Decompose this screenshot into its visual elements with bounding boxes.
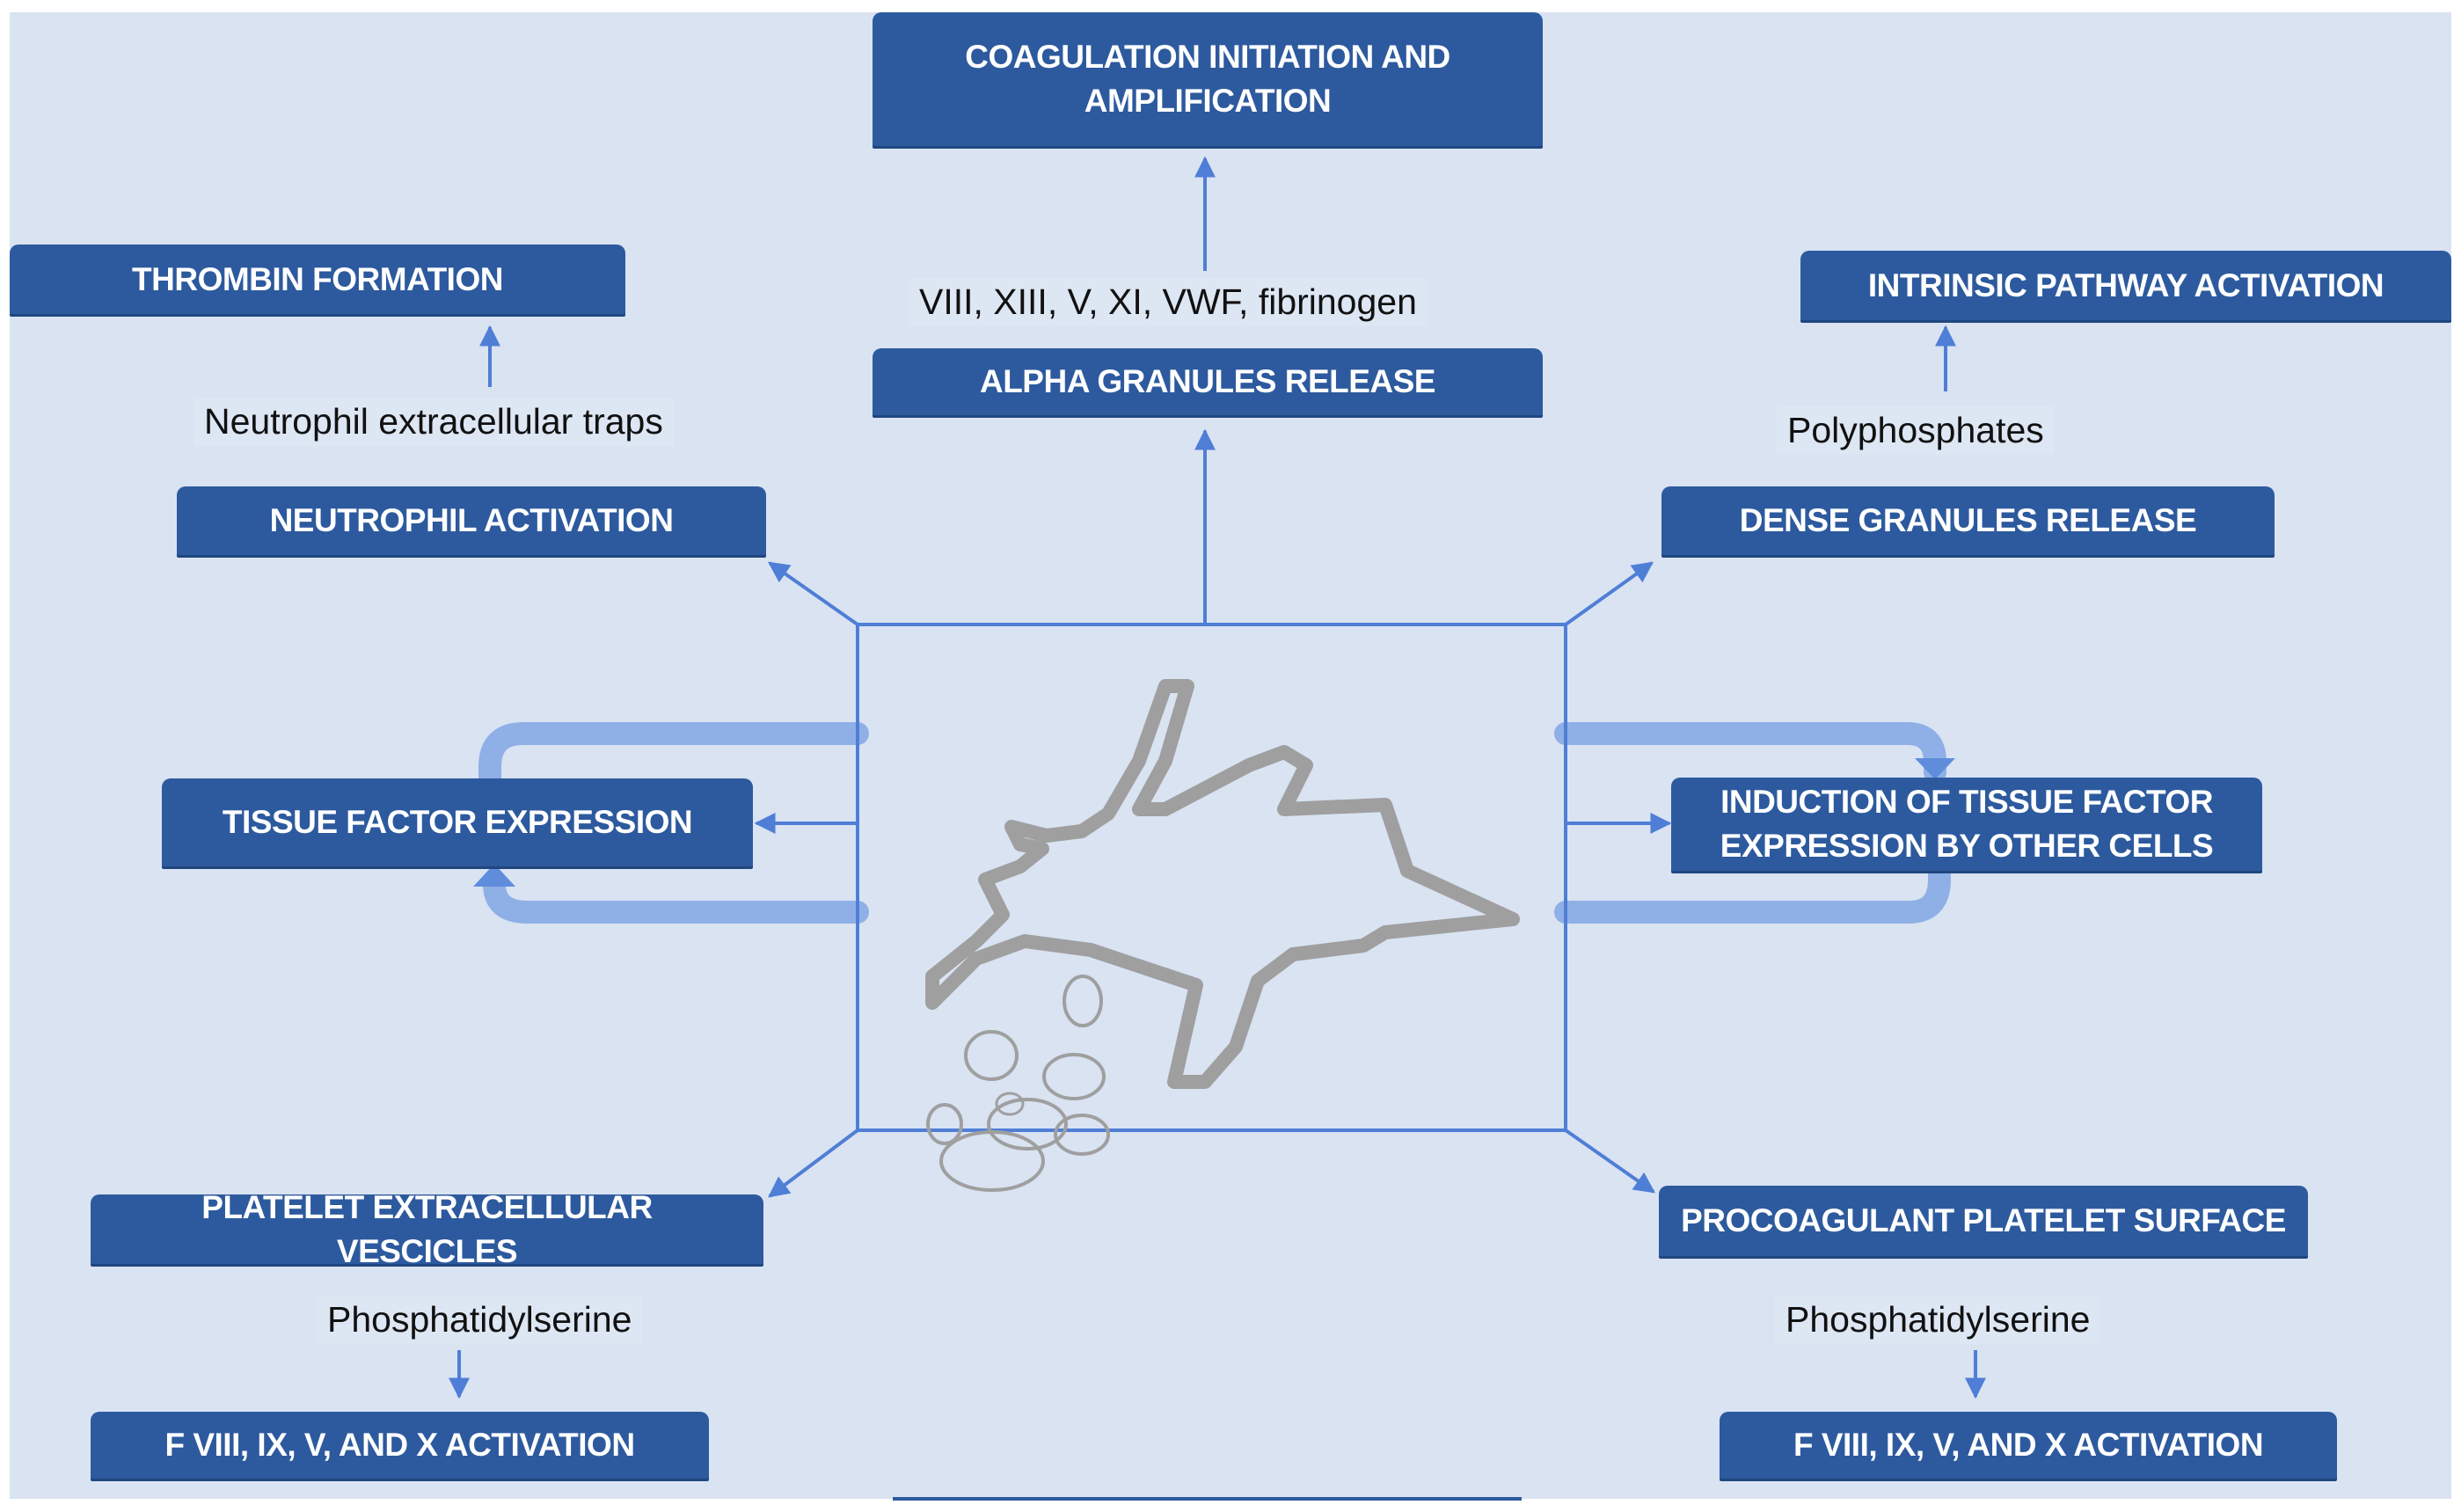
box-platelet-extracellular-vesicles: PLATELET EXTRACELLULAR VESCICLES	[91, 1189, 763, 1269]
label-phosphatidylserine-right: Phosphatidylserine	[1775, 1296, 2101, 1344]
arrow-to-neutrophil	[768, 561, 859, 626]
box-induction-tissue-factor: INDUCTION OF TISSUE FACTOR EXPRESSION BY…	[1671, 778, 2262, 871]
left-loop-arrowhead	[473, 864, 515, 887]
box-dense-granules-release: DENSE GRANULES RELEASE	[1661, 486, 2275, 555]
label-alpha-factors: VIII, XIII, V, XI, VWF, fibrinogen	[909, 278, 1428, 326]
box-intrinsic-pathway: INTRINSIC PATHWAY ACTIVATION	[1800, 251, 2451, 320]
box-procoagulant-platelet-surface: PROCOAGULANT PLATELET SURFACE	[1659, 1186, 2308, 1256]
box-tissue-factor-expression: TISSUE FACTOR EXPRESSION	[162, 778, 753, 866]
left-feedback-loop	[478, 722, 869, 924]
box-thrombin-formation: THROMBIN FORMATION	[10, 245, 625, 314]
box-coagulation-initiation: COAGULATION INITIATION AND AMPLIFICATION	[873, 12, 1543, 146]
box-factor-activation-left: F VIII, IX, V, AND X ACTIVATION	[91, 1412, 709, 1479]
box-factor-activation-right: F VIII, IX, V, AND X ACTIVATION	[1720, 1412, 2337, 1479]
platelet-frame	[856, 623, 1567, 1132]
arrow-to-dense	[1564, 561, 1654, 626]
label-phosphatidylserine-left: Phosphatidylserine	[317, 1296, 643, 1344]
box-alpha-granules-release: ALPHA GRANULES RELEASE	[873, 348, 1543, 415]
arrow-to-pev	[768, 1129, 859, 1198]
arrow-to-procoag	[1564, 1129, 1655, 1194]
label-neutrophil-extracellular-traps: Neutrophil extracellular traps	[194, 398, 674, 446]
platelet-illustration	[925, 679, 1520, 1192]
label-polyphosphates: Polyphosphates	[1777, 406, 2055, 455]
box-neutrophil-activation: NEUTROPHIL ACTIVATION	[177, 486, 766, 555]
right-loop-arrowhead	[1915, 758, 1955, 779]
